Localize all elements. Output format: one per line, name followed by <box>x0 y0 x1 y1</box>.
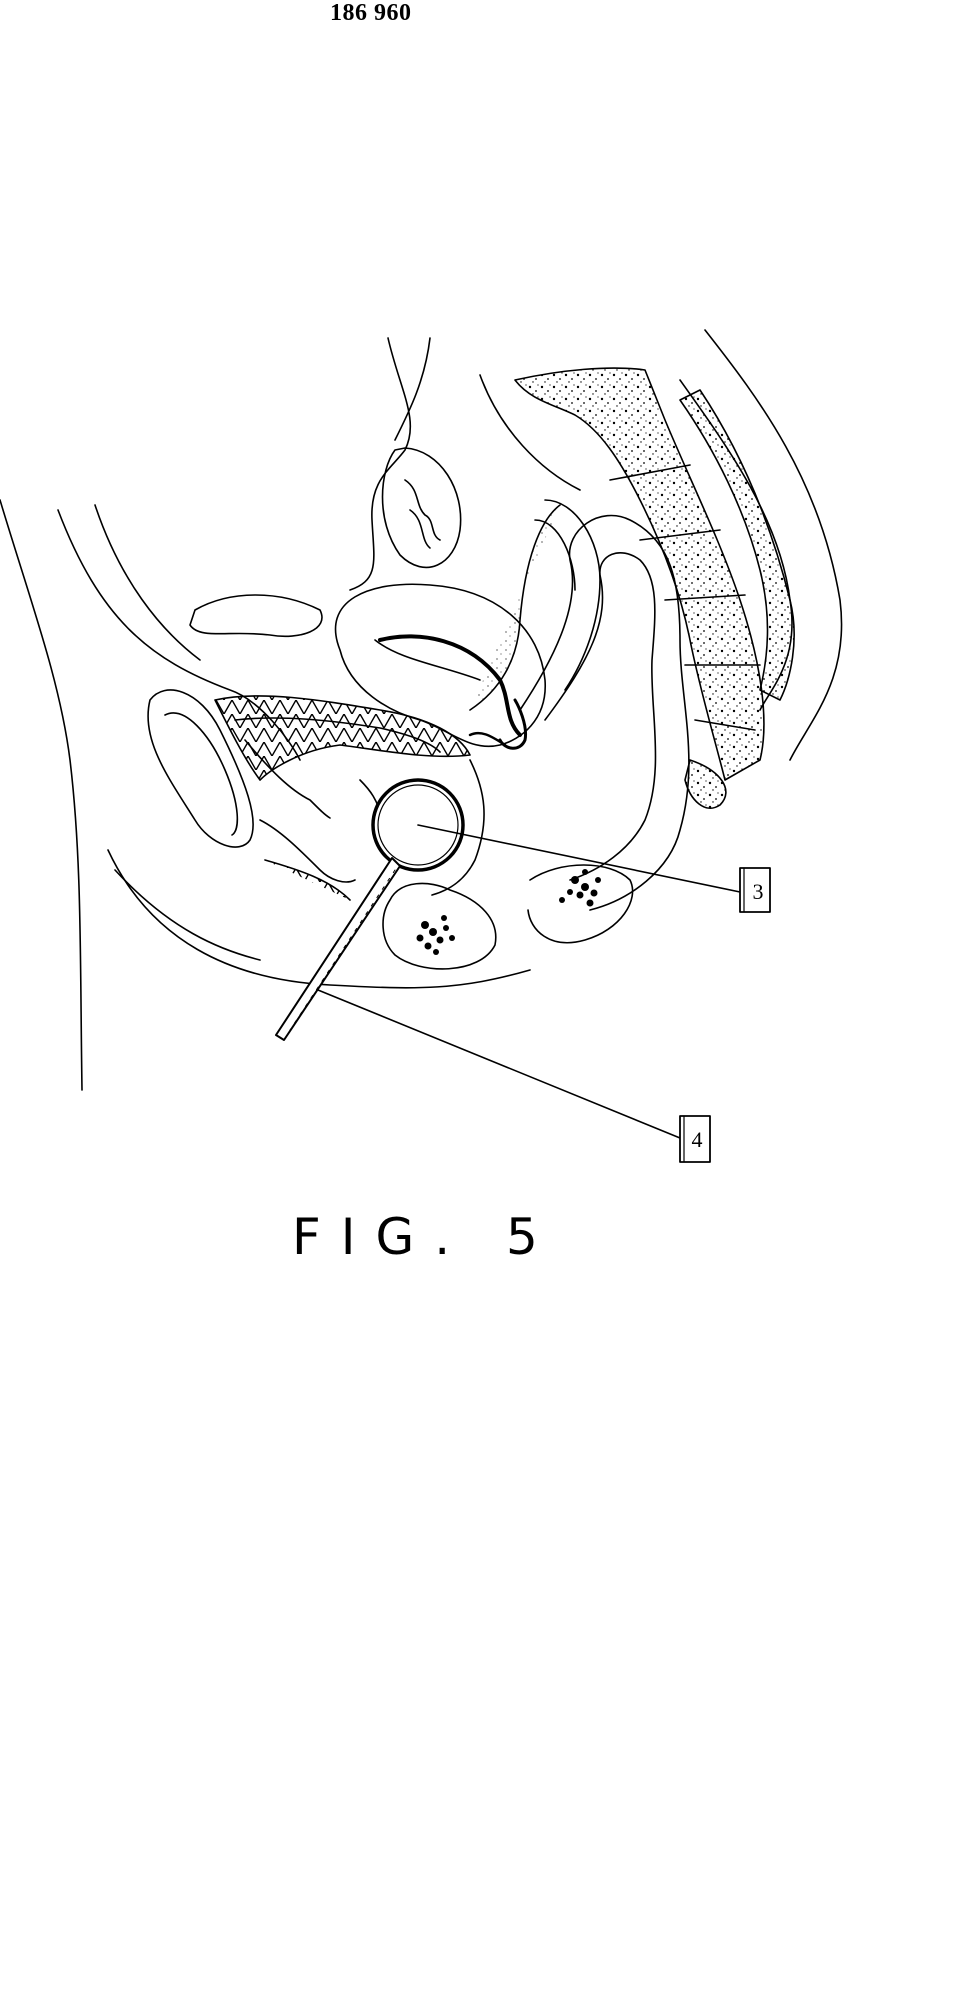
leader-line-3 <box>417 824 741 893</box>
perineal-body <box>382 882 497 970</box>
ref-box-4 <box>679 1115 711 1163</box>
bladder-wall <box>214 695 471 781</box>
ovary <box>381 447 462 569</box>
figure-caption: FIG. 5 <box>292 1208 558 1266</box>
fallopian-tube <box>349 337 412 591</box>
reference-label-3: 3 <box>752 879 764 904</box>
vaginal-wall-posterior <box>431 759 485 896</box>
reference-label-4: 4 <box>691 1127 703 1152</box>
pelvic-floor-contour <box>107 849 531 989</box>
leader-line-4 <box>317 989 681 1139</box>
spine-column <box>514 367 765 781</box>
stool-cluster-2 <box>559 869 601 907</box>
pubic-bone <box>147 689 254 848</box>
abdomen-outer-contour <box>0 499 83 1091</box>
rectum-inner <box>544 551 657 881</box>
back-outer-contour <box>704 329 843 761</box>
urethra <box>259 819 356 883</box>
device-stem <box>275 857 401 1041</box>
stool-cluster-1 <box>416 915 455 955</box>
ref-box-3 <box>739 867 771 913</box>
document-number: 186 960 <box>330 0 412 26</box>
bladder-fold <box>189 594 323 638</box>
